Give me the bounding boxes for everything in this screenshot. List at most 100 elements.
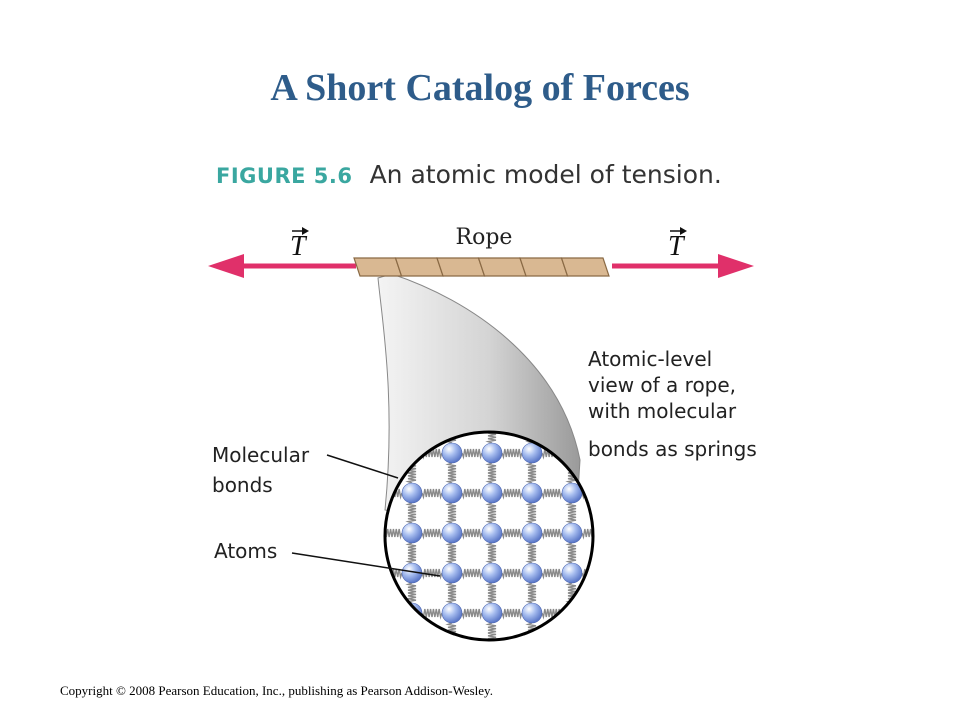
- svg-text:bonds: bonds: [212, 473, 273, 497]
- molecular-bond-spring: [525, 582, 537, 604]
- rope-segment: [436, 257, 486, 277]
- molecular-bond-spring: [405, 502, 417, 524]
- rope-label: Rope: [456, 225, 513, 250]
- svg-text:Atomic-level: Atomic-level: [588, 347, 712, 371]
- molecular-bond-spring: [485, 502, 497, 524]
- molecular-bond-spring: [541, 528, 563, 540]
- atom: [481, 442, 503, 464]
- molecular-bond-spring: [445, 462, 457, 484]
- molecular-bond-spring: [368, 503, 376, 523]
- molecular-bond-spring: [501, 608, 523, 620]
- molecular-bond-spring: [565, 622, 577, 640]
- molecular-bond-spring: [421, 528, 443, 540]
- molecular-bond-spring: [608, 583, 616, 603]
- atom: [441, 482, 463, 504]
- molecular-bond-spring: [421, 488, 443, 500]
- atom: [401, 482, 423, 504]
- rope-segment: [394, 257, 444, 277]
- molecular-bond-spring: [501, 568, 523, 580]
- svg-text:view of a rope,: view of a rope,: [588, 373, 736, 397]
- atom: [521, 522, 543, 544]
- molecular-bond-spring: [608, 623, 616, 643]
- molecular-bond-spring: [485, 462, 497, 484]
- atom: [441, 602, 463, 624]
- molecular-bond-spring: [461, 568, 483, 580]
- molecular-bond-spring: [368, 463, 376, 483]
- atom: [401, 522, 423, 544]
- molecular-bond-spring: [405, 582, 417, 604]
- molecular-bond-spring: [461, 488, 483, 500]
- molecular-bond-spring: [461, 608, 483, 620]
- molecular-bond-spring: [525, 502, 537, 524]
- figure-caption-text: An atomic model of tension.: [369, 160, 722, 189]
- molecular-bond-spring: [582, 649, 602, 657]
- molecular-bond-spring: [501, 448, 523, 460]
- svg-text:with molecular: with molecular: [588, 399, 737, 423]
- molecular-bond-spring: [581, 608, 593, 620]
- atom: [481, 602, 503, 624]
- rope: [353, 257, 610, 277]
- atom: [441, 562, 463, 584]
- atom: [521, 442, 543, 464]
- molecular-bond-spring: [485, 542, 497, 564]
- atomic-view-circle: [383, 430, 595, 642]
- molecular-bond-spring: [385, 608, 403, 620]
- figure-number: FIGURE 5.6: [216, 164, 353, 188]
- molecular-bond-spring: [461, 528, 483, 540]
- molecular-bond-spring: [608, 543, 616, 563]
- tension-label-right: T: [668, 227, 687, 262]
- molecular-bond-spring: [368, 583, 376, 603]
- figure-caption: FIGURE 5.6 An atomic model of tension.: [216, 160, 722, 189]
- molecular-bond-spring: [608, 503, 616, 523]
- molecular-bond-spring: [368, 543, 376, 563]
- molecular-bond-spring: [542, 649, 562, 657]
- molecular-bonds-label: Molecular bonds: [212, 443, 310, 497]
- atom: [561, 482, 583, 504]
- molecular-bond-spring: [502, 649, 522, 657]
- tension-arrow-left: [208, 254, 356, 278]
- svg-text:bonds as springs: bonds as springs: [588, 437, 757, 461]
- molecular-bond-spring: [422, 649, 442, 657]
- molecular-bond-spring: [485, 582, 497, 604]
- atom: [521, 482, 543, 504]
- molecular-bond-spring: [541, 568, 563, 580]
- molecular-bond-spring: [368, 423, 376, 443]
- molecular-bonds-leader: [326, 454, 399, 479]
- molecular-bond-spring: [405, 542, 417, 564]
- molecular-bond-spring: [608, 463, 616, 483]
- molecular-bond-spring: [421, 608, 443, 620]
- molecular-bond-spring: [421, 568, 443, 580]
- molecular-bond-spring: [445, 502, 457, 524]
- molecular-bond-spring: [541, 488, 563, 500]
- molecular-bond-spring: [501, 528, 523, 540]
- molecular-bond-spring: [382, 649, 402, 657]
- molecular-bond-spring: [462, 649, 482, 657]
- molecular-bond-spring: [565, 502, 577, 524]
- molecular-bond-spring: [501, 488, 523, 500]
- atom: [561, 522, 583, 544]
- atom: [481, 562, 503, 584]
- atom: [561, 562, 583, 584]
- molecular-bond-spring: [565, 542, 577, 564]
- molecular-bond-spring: [368, 623, 376, 643]
- atom: [481, 522, 503, 544]
- tension-label-left: T: [290, 227, 309, 262]
- atom: [521, 562, 543, 584]
- copyright-notice: Copyright © 2008 Pearson Education, Inc.…: [60, 683, 493, 698]
- rope-segment: [477, 257, 527, 277]
- rope-segment: [353, 257, 403, 277]
- rope-segment: [519, 257, 569, 277]
- svg-text:T: T: [290, 231, 308, 262]
- slide-title: A Short Catalog of Forces: [270, 67, 690, 109]
- molecular-bond-spring: [525, 462, 537, 484]
- rope-segment: [560, 257, 610, 277]
- molecular-bond-spring: [405, 622, 417, 640]
- svg-text:T: T: [668, 231, 686, 262]
- atoms-label: Atoms: [214, 539, 277, 563]
- atom: [441, 522, 463, 544]
- atom: [481, 482, 503, 504]
- atoms-leader: [291, 552, 441, 577]
- atom: [441, 442, 463, 464]
- svg-text:Molecular: Molecular: [212, 443, 310, 467]
